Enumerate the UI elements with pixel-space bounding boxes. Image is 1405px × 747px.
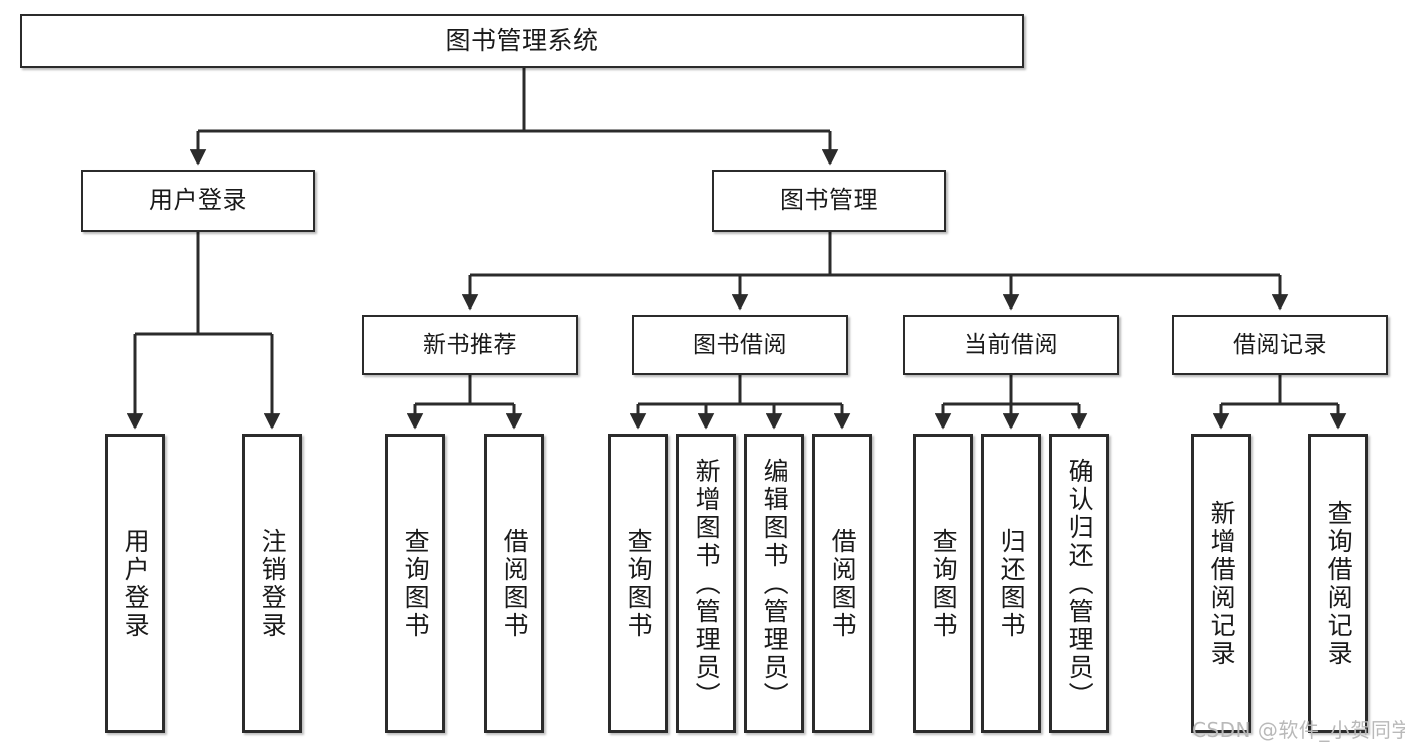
node-root-book-management-system[interactable]: 图书管理系统 bbox=[20, 14, 1024, 68]
node-book-management[interactable]: 图书管理 bbox=[712, 170, 946, 232]
node-label: 借阅记录 bbox=[1233, 331, 1327, 358]
leaf-node-query-books-recommend[interactable]: 查询图书 bbox=[385, 434, 445, 733]
node-label: 新增图书（管理员） bbox=[692, 457, 722, 710]
node-label: 图书借阅 bbox=[693, 331, 787, 358]
node-label: 用户登录 bbox=[121, 527, 151, 640]
node-new-book-recommendation[interactable]: 新书推荐 bbox=[362, 315, 578, 375]
node-label: 用户登录 bbox=[149, 186, 247, 215]
leaf-node-add-borrow-record[interactable]: 新增借阅记录 bbox=[1191, 434, 1251, 733]
node-book-borrowing[interactable]: 图书借阅 bbox=[632, 315, 848, 375]
leaf-node-borrow-books-borrowing[interactable]: 借阅图书 bbox=[812, 434, 872, 733]
node-label: 查询图书 bbox=[929, 527, 959, 640]
leaf-node-query-books-borrowing[interactable]: 查询图书 bbox=[608, 434, 668, 733]
node-label: 查询图书 bbox=[401, 527, 431, 640]
node-label: 当前借阅 bbox=[964, 331, 1058, 358]
leaf-node-user-login[interactable]: 用户登录 bbox=[105, 434, 165, 733]
leaf-node-borrow-books-recommend[interactable]: 借阅图书 bbox=[484, 434, 544, 733]
node-label: 确认归还（管理员） bbox=[1065, 457, 1095, 710]
node-label: 注销登录 bbox=[258, 527, 288, 640]
node-user-login[interactable]: 用户登录 bbox=[81, 170, 315, 232]
node-label: 图书管理系统 bbox=[445, 25, 599, 55]
node-label: 编辑图书（管理员） bbox=[760, 457, 790, 710]
leaf-node-logout[interactable]: 注销登录 bbox=[242, 434, 302, 733]
node-label: 查询借阅记录 bbox=[1324, 499, 1354, 668]
node-current-borrowing[interactable]: 当前借阅 bbox=[903, 315, 1119, 375]
leaf-node-return-books[interactable]: 归还图书 bbox=[981, 434, 1041, 733]
node-label: 新增借阅记录 bbox=[1207, 499, 1237, 668]
node-label: 图书管理 bbox=[780, 186, 878, 215]
leaf-node-add-book-admin[interactable]: 新增图书（管理员） bbox=[676, 434, 736, 733]
node-label: 查询图书 bbox=[624, 527, 654, 640]
leaf-node-confirm-return-admin[interactable]: 确认归还（管理员） bbox=[1049, 434, 1109, 733]
node-label: 新书推荐 bbox=[423, 331, 517, 358]
node-label: 归还图书 bbox=[997, 527, 1027, 640]
node-borrowing-records[interactable]: 借阅记录 bbox=[1172, 315, 1388, 375]
csdn-watermark: CSDN @软件_小贺同学 bbox=[1192, 718, 1405, 742]
leaf-node-query-books-current[interactable]: 查询图书 bbox=[913, 434, 973, 733]
leaf-node-query-borrow-record[interactable]: 查询借阅记录 bbox=[1308, 434, 1368, 733]
node-label: 借阅图书 bbox=[500, 527, 530, 640]
leaf-node-edit-book-admin[interactable]: 编辑图书（管理员） bbox=[744, 434, 804, 733]
node-label: 借阅图书 bbox=[828, 527, 858, 640]
